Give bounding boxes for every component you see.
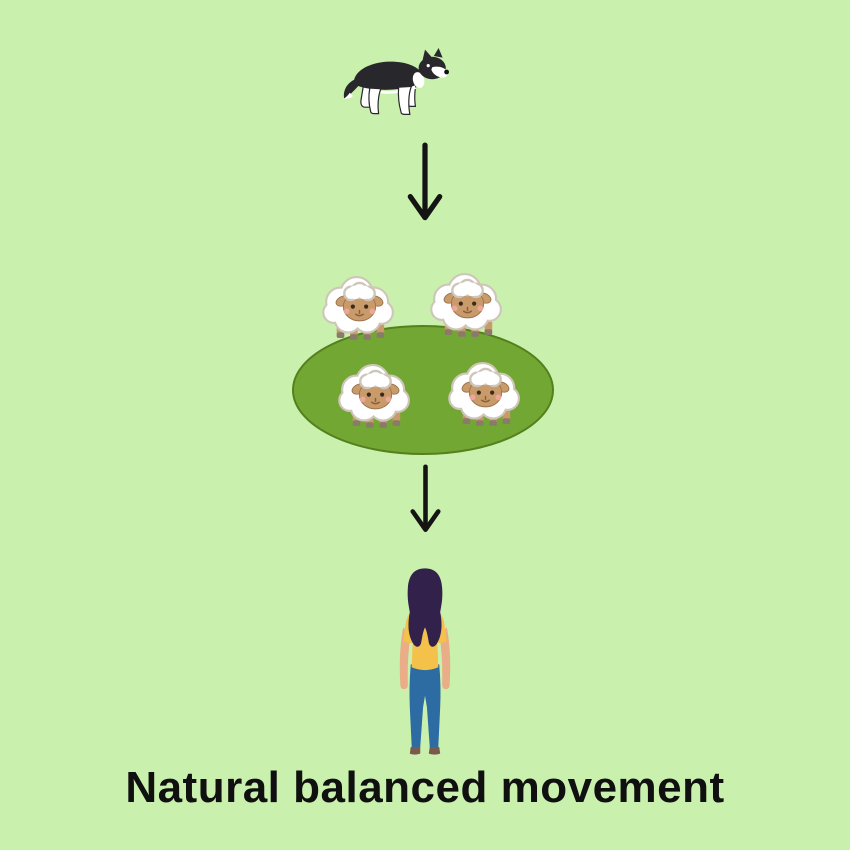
pasture-field-icon: [292, 273, 554, 455]
caption: Natural balanced movement: [125, 763, 725, 812]
dog-eye: [426, 64, 430, 68]
person-shoes: [409, 747, 441, 755]
dog-head: [418, 48, 449, 80]
person-graphic: [399, 568, 451, 755]
sheep-icon: [322, 276, 394, 342]
dog-legs-near: [368, 85, 413, 115]
person-standing-icon: [387, 563, 463, 761]
person-jeans: [409, 664, 441, 748]
down-arrow-icon: [409, 464, 442, 537]
down-arrow-graphic: [409, 464, 441, 532]
down-arrow-icon: [406, 142, 444, 226]
sheep-flock: [290, 262, 560, 462]
dog-nose: [444, 69, 449, 75]
dog-graphic: [343, 48, 449, 115]
border-collie-dog-icon: [341, 44, 453, 120]
down-arrow-graphic: [407, 142, 443, 221]
person-hair: [407, 568, 443, 647]
